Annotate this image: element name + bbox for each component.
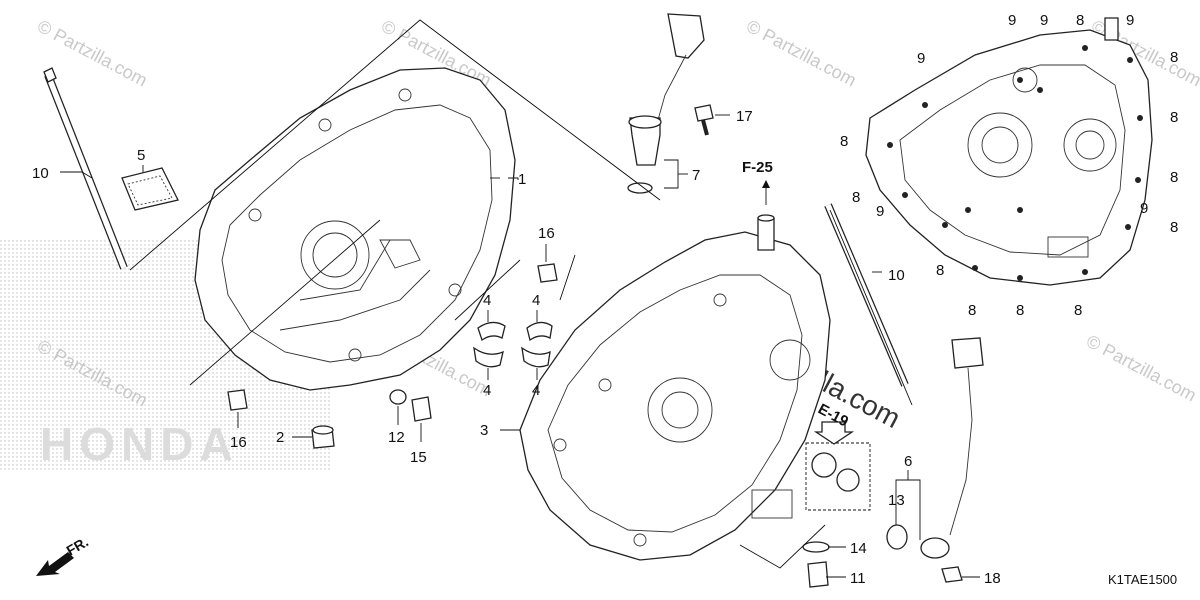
callout-8: 8 <box>1170 49 1178 66</box>
callout-12: 12 <box>388 429 405 446</box>
oil-strainer-screen <box>121 167 179 211</box>
callout-4: 4 <box>532 292 540 309</box>
callout-2: 2 <box>276 429 284 446</box>
callout-9: 9 <box>917 50 925 67</box>
callout-1: 1 <box>518 171 526 188</box>
callout-labels: 1 2 3 4 4 4 4 5 6 7 8 8 8 8 8 8 8 8 8 8 … <box>32 12 1178 587</box>
watermark-text: © Partzilla.com <box>1083 331 1199 406</box>
callout-9: 9 <box>876 203 884 220</box>
bolt-17 <box>694 104 714 136</box>
brand-watermark: HONDA <box>40 418 239 470</box>
callout-15: 15 <box>410 449 427 466</box>
callout-8: 8 <box>1170 109 1178 126</box>
callout-18: 18 <box>984 570 1001 587</box>
callout-7: 7 <box>692 167 700 184</box>
callout-8: 8 <box>1170 169 1178 186</box>
callout-9: 9 <box>1008 12 1016 29</box>
diagram-code: K1TAE1500 <box>1108 572 1177 587</box>
callout-9: 9 <box>1140 200 1148 217</box>
washer-and-bolt <box>802 541 830 588</box>
callout-13: 13 <box>888 492 905 509</box>
right-crankcase-half <box>194 67 516 391</box>
leader-lines <box>60 19 980 578</box>
f25-reference: F-25 <box>742 159 773 188</box>
bolt-18 <box>941 566 963 583</box>
callout-16: 16 <box>230 434 247 451</box>
callout-4: 4 <box>532 382 540 399</box>
callout-9: 9 <box>1040 12 1048 29</box>
dowel-pins-16 <box>227 263 558 411</box>
oring-and-collar <box>389 389 432 422</box>
callout-17: 17 <box>736 108 753 125</box>
callout-14: 14 <box>850 540 867 557</box>
callout-8: 8 <box>968 302 976 319</box>
front-direction-indicator: FR. <box>36 533 91 576</box>
callout-5: 5 <box>137 147 145 164</box>
callout-8: 8 <box>840 133 848 150</box>
callout-8: 8 <box>1074 302 1082 319</box>
oil-dipstick-assembly <box>627 13 705 194</box>
callout-8: 8 <box>852 189 860 206</box>
front-arrow-icon <box>36 552 74 576</box>
callout-8: 8 <box>936 262 944 279</box>
callout-3: 3 <box>480 422 488 439</box>
callout-8: 8 <box>1076 12 1084 29</box>
left-crankcase-half <box>519 214 831 561</box>
crankcase-outer-view <box>865 17 1153 286</box>
callout-9: 9 <box>1126 12 1134 29</box>
callout-8: 8 <box>1170 219 1178 236</box>
callout-4: 4 <box>483 292 491 309</box>
callout-10: 10 <box>32 165 49 182</box>
callout-10: 10 <box>888 267 905 284</box>
callout-16: 16 <box>538 225 555 242</box>
e19-inset <box>805 421 871 511</box>
callout-4: 4 <box>483 382 491 399</box>
bearings-4 <box>473 321 553 368</box>
f25-label: F-25 <box>742 159 773 176</box>
callout-6: 6 <box>904 453 912 470</box>
callout-8: 8 <box>1016 302 1024 319</box>
watermark-text: © Partzilla.com <box>743 16 859 91</box>
callout-11: 11 <box>850 570 866 587</box>
sensor-assembly <box>886 337 984 559</box>
stud-bolt-left <box>43 67 128 270</box>
drain-plug-2 <box>311 425 335 449</box>
